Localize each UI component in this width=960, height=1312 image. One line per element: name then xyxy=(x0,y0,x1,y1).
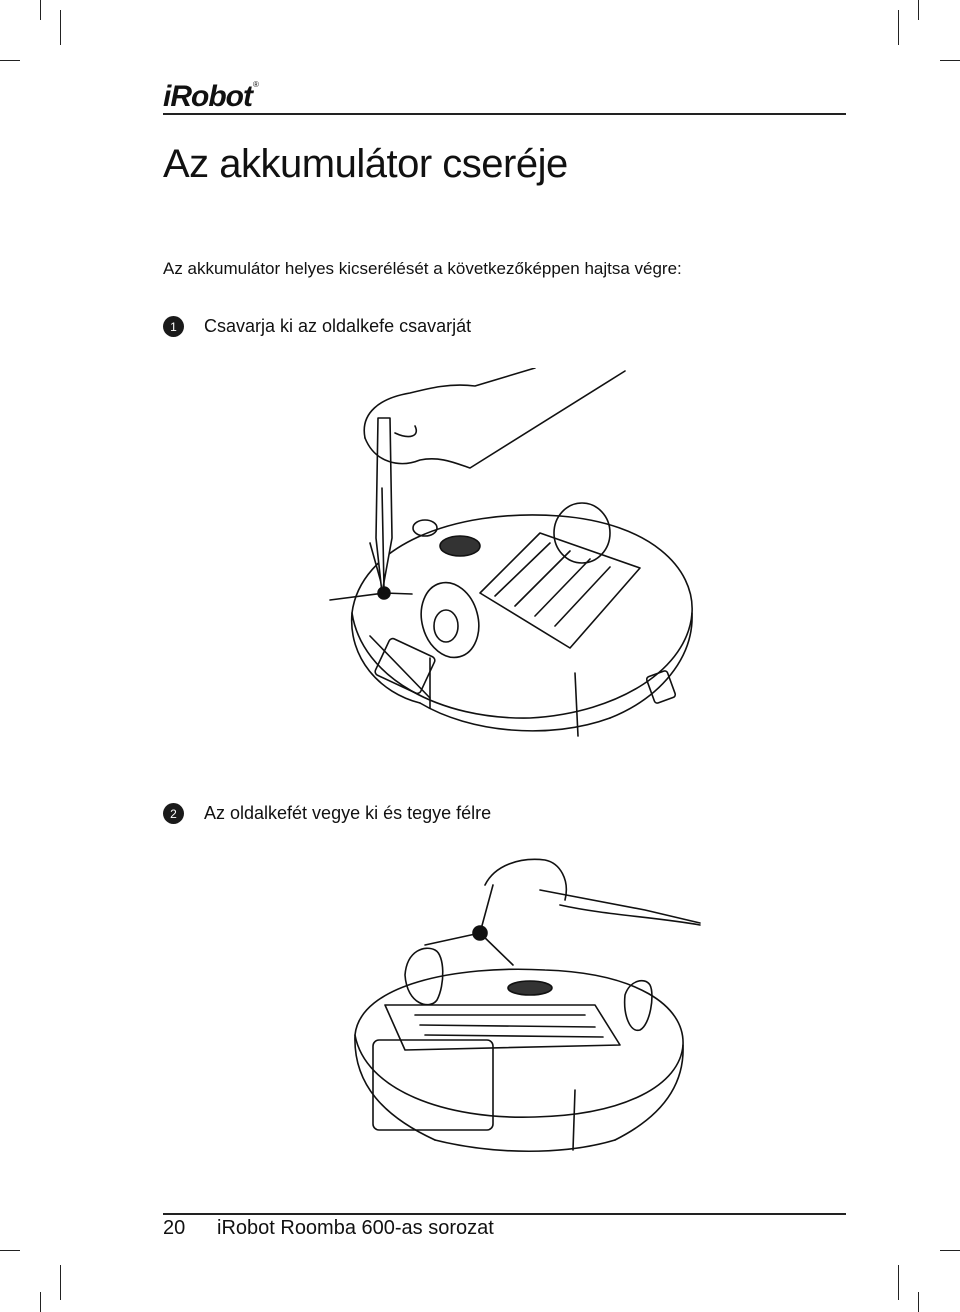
step-2: 2 Az oldalkefét vegye ki és tegye félre xyxy=(163,803,491,824)
brush-removal-illustration xyxy=(354,858,701,1153)
step-1: 1 Csavarja ki az oldalkefe csavarját xyxy=(163,316,471,337)
step-text: Csavarja ki az oldalkefe csavarját xyxy=(204,316,472,336)
screwdriver-illustration xyxy=(329,368,693,737)
header-rule xyxy=(163,113,846,115)
step-text: Az oldalkefét vegye ki és tegye félre xyxy=(204,803,492,823)
brand-logo: iRobot® xyxy=(163,80,259,113)
footer-rule xyxy=(163,1213,846,1215)
page-title: Az akkumulátor cseréje xyxy=(163,142,568,186)
step-number-badge: 1 xyxy=(163,316,184,337)
step-number-badge: 2 xyxy=(163,803,184,824)
page-number: 20 xyxy=(163,1217,186,1239)
intro-text: Az akkumulátor helyes kicserélését a köv… xyxy=(163,259,682,278)
footer-product: iRobot Roomba 600-as sorozat xyxy=(217,1217,494,1239)
